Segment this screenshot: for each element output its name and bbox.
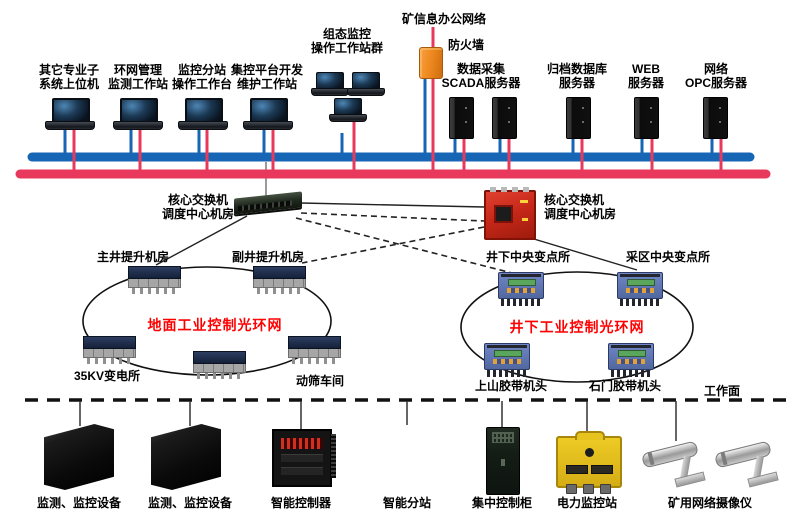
underground-ring-title: 井下工业控制光环网 [509, 319, 645, 335]
core-switch-left-label: 核心交换机调度中心机房 [161, 193, 235, 222]
workstation-label-2: 环网管理监测工作站 [107, 63, 169, 92]
server-tower-icon [492, 97, 517, 139]
bottom-label-4: 智能分站 [382, 496, 432, 510]
server-tower-icon [566, 97, 591, 139]
underground-ring [460, 271, 694, 383]
workstation-label-4: 集控平台开发维护工作站 [230, 63, 304, 92]
node-label-main-shaft: 主井提升机房 [96, 250, 170, 264]
laptop-base [45, 121, 95, 130]
bottom-label-1: 监测、监控设备 [36, 496, 122, 510]
node-label-uphill-belt: 上山胶带机头 [474, 379, 548, 393]
node-label-35kv: 35KV变电所 [73, 369, 141, 383]
firewall-label: 防火墙 [448, 38, 485, 52]
mine-ring-node-icon [498, 272, 544, 306]
node-label-aux-shaft: 副井提升机房 [231, 250, 305, 264]
working-face-label: 工作面 [703, 384, 741, 398]
laptop-icon [45, 98, 95, 130]
core-switch-right-label: 核心交换机调度中心机房 [544, 193, 617, 222]
node-label-shimen-belt: 石门胶带机头 [588, 379, 662, 393]
workstation-label-5: 组态监控操作工作站群 [310, 27, 384, 56]
laptop-icon [178, 98, 228, 130]
power-monitor-station-icon [556, 431, 622, 494]
laptop-icon [113, 98, 163, 130]
node-label-underground-central: 井下中央变点所 [485, 250, 571, 264]
bottom-label-3: 智能控制器 [270, 496, 332, 510]
ring-node-switch-icon [253, 266, 306, 294]
node-label-screening: 动筛车间 [295, 374, 345, 388]
laptop-icon [243, 98, 293, 130]
laptop-icon-small [311, 72, 349, 96]
control-cabinet-icon [486, 427, 520, 495]
workstation-label-1: 其它专业子系统上位机 [38, 63, 100, 92]
workstation-label-3: 监控分站操作工作台 [171, 63, 233, 92]
server-label-archive-db: 归档数据库服务器 [546, 62, 608, 91]
mine-ring-node-icon [484, 343, 530, 377]
monitoring-device-icon [44, 424, 114, 490]
bottom-label-6: 电力监控站 [556, 496, 618, 510]
ring-node-switch-icon [83, 336, 136, 364]
mine-network-camera-icon [714, 440, 779, 488]
laptop-icon-small [347, 72, 385, 96]
surface-ring-title: 地面工业控制光环网 [147, 317, 283, 333]
node-label-mining-area-central: 采区中央变点所 [625, 250, 711, 264]
bottom-label-7: 矿用网络摄像仪 [667, 496, 753, 510]
smart-controller-icon [272, 429, 336, 487]
ring-node-switch-icon [128, 266, 181, 294]
bottom-label-5: 集中控制柜 [471, 496, 533, 510]
server-tower-icon [634, 97, 659, 139]
server-tower-icon [449, 97, 474, 139]
ring-node-switch-icon [288, 336, 341, 364]
mine-ring-node-icon [617, 272, 663, 306]
monitoring-device-icon [151, 424, 221, 490]
firewall-icon [419, 47, 443, 79]
bottom-label-2: 监测、监控设备 [147, 496, 233, 510]
mine-ring-node-icon [608, 343, 654, 377]
flameproof-switch-icon [484, 187, 536, 240]
ring-node-switch-icon [193, 351, 246, 379]
server-tower-icon [703, 97, 728, 139]
laptop-icon-small [329, 98, 367, 122]
office-network-label: 矿信息办公网络 [402, 12, 487, 26]
mine-network-camera-icon [641, 440, 706, 488]
